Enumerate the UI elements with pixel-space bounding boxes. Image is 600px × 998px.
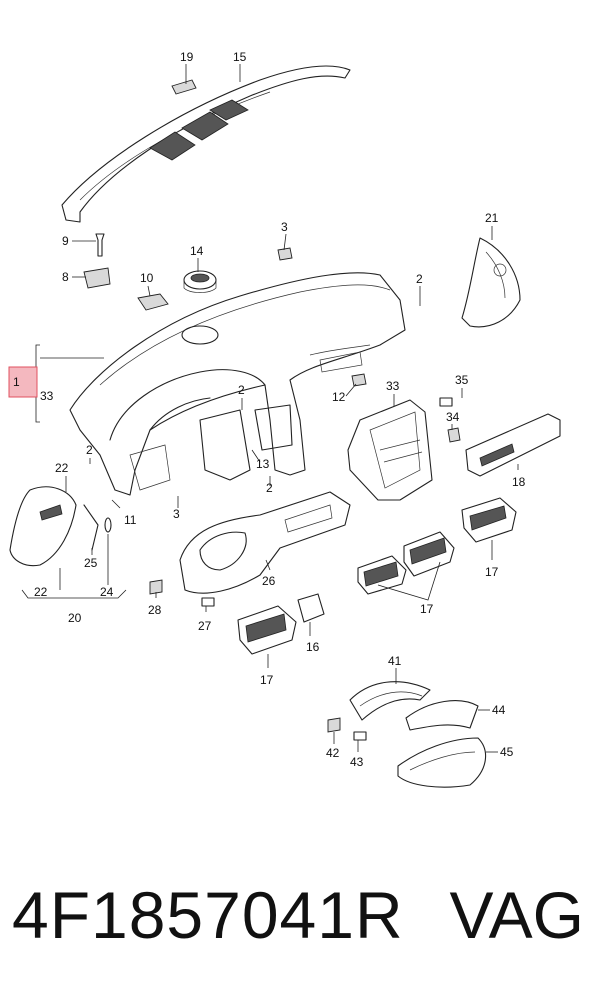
label-1: 1 <box>13 375 20 389</box>
label-17-lower: 17 <box>260 673 274 687</box>
label-18: 18 <box>512 475 526 489</box>
label-33-left: 33 <box>40 389 54 403</box>
part-8-bracket <box>83 267 111 289</box>
label-22-bottom: 22 <box>34 585 48 599</box>
part-9-screw <box>95 233 105 257</box>
label-42: 42 <box>326 746 340 760</box>
label-35: 35 <box>455 373 469 387</box>
part-41-column-cover <box>349 681 431 721</box>
part-42-clip <box>327 717 341 733</box>
label-44: 44 <box>492 703 506 717</box>
part-24-clip <box>104 517 112 533</box>
label-17-right: 17 <box>485 565 499 579</box>
label-16: 16 <box>306 640 320 654</box>
label-33-right: 33 <box>386 379 400 393</box>
part-1-dashboard <box>69 272 406 496</box>
part-22-side-panel <box>9 486 77 567</box>
part-43-screw <box>353 731 367 741</box>
part-18-trim-strip <box>465 413 561 477</box>
label-2-left: 2 <box>86 443 93 457</box>
part-33-air-duct <box>347 399 433 501</box>
part-26-cluster-trim <box>179 491 351 594</box>
part-17-vent-b <box>403 531 455 577</box>
part-15-top-cover <box>61 65 351 223</box>
label-2-lower: 2 <box>266 481 273 495</box>
label-22-top: 22 <box>55 461 69 475</box>
label-13: 13 <box>256 457 270 471</box>
part-19-clip <box>171 79 197 95</box>
part-27-screw <box>201 597 215 607</box>
label-2-center: 2 <box>238 383 245 397</box>
part-28-clip <box>149 579 163 595</box>
label-24: 24 <box>100 585 114 599</box>
part-21-side-cover <box>461 237 521 328</box>
part-14-speaker <box>183 270 217 293</box>
brand-name: VAG <box>449 878 584 952</box>
part-44-column-trim <box>405 700 479 731</box>
label-41: 41 <box>388 654 402 668</box>
part-45-lower-column-cover <box>397 737 487 788</box>
label-17-middle: 17 <box>420 602 434 616</box>
footer: 4F1857041R VAG <box>0 870 600 980</box>
label-25: 25 <box>84 556 98 570</box>
part-17-vent-d <box>237 605 297 655</box>
part-10-bracket <box>137 293 169 311</box>
label-21: 21 <box>485 211 499 225</box>
label-28: 28 <box>148 603 162 617</box>
label-2-right: 2 <box>416 272 423 286</box>
label-8: 8 <box>62 270 69 284</box>
label-10: 10 <box>140 271 154 285</box>
label-27: 27 <box>198 619 212 633</box>
part-17-vent-c <box>357 555 407 595</box>
part-35-screw <box>439 397 453 407</box>
label-34: 34 <box>446 410 460 424</box>
label-15: 15 <box>233 50 247 64</box>
label-12: 12 <box>332 390 346 404</box>
part-16-panel <box>297 593 325 623</box>
label-20: 20 <box>68 611 82 625</box>
label-26: 26 <box>262 574 276 588</box>
leader-lines <box>21 64 519 753</box>
label-45: 45 <box>500 745 514 759</box>
part-3-clip <box>277 247 293 261</box>
label-14: 14 <box>190 244 204 258</box>
exploded-parts-diagram: 19 15 21 9 3 14 8 10 2 1 33 2 12 33 35 3… <box>8 50 561 788</box>
label-43: 43 <box>350 755 364 769</box>
highlight-marker <box>8 366 38 398</box>
part-25-rod <box>83 504 99 551</box>
label-19: 19 <box>180 50 194 64</box>
label-3-top: 3 <box>281 220 288 234</box>
label-11: 11 <box>124 513 137 527</box>
label-9: 9 <box>62 234 69 248</box>
label-3-lower: 3 <box>173 507 180 521</box>
part-17-vent-a <box>461 497 517 543</box>
part-12-clip <box>351 373 367 387</box>
part-34-clip <box>447 427 461 443</box>
part-number: 4F1857041R <box>12 878 404 952</box>
part-labels: 19 15 21 9 3 14 8 10 2 1 33 2 12 33 35 3… <box>13 50 526 769</box>
